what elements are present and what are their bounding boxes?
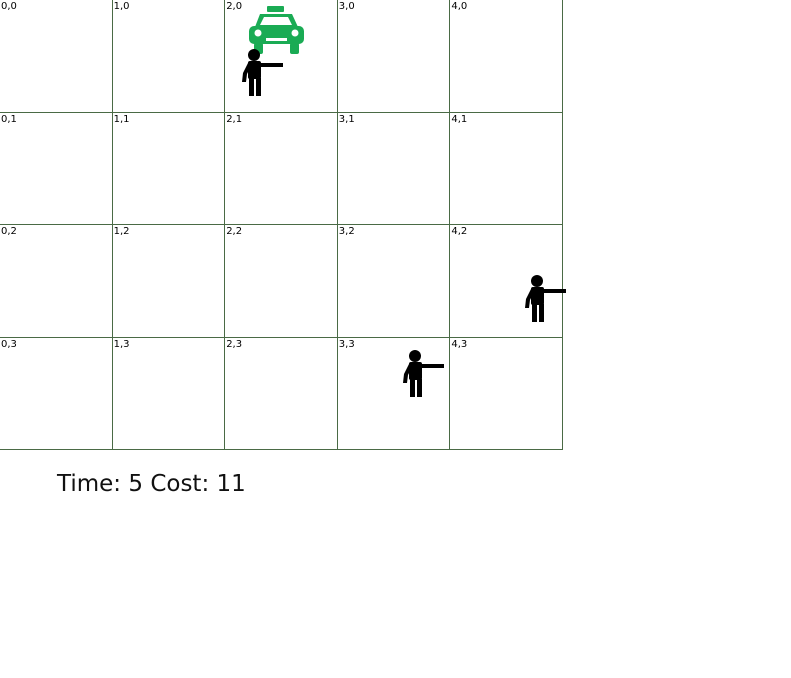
- cell-coordinate-label: 0,0: [1, 1, 17, 12]
- cell-coordinate-label: 1,3: [113, 338, 130, 350]
- grid-cell: 0,2: [0, 225, 113, 338]
- grid-cell: 1,0: [112, 0, 226, 113]
- time-label: Time:: [57, 471, 122, 497]
- cost-value: 11: [216, 471, 246, 497]
- grid-cell: 1,3: [112, 337, 226, 451]
- grid-cell: 4,0: [450, 0, 563, 113]
- cell-coordinate-label: 1,0: [113, 1, 130, 12]
- grid-cell: 3,3: [337, 337, 451, 451]
- grid-cell: 1,1: [112, 112, 226, 226]
- game-board: 0,0 1,0 2,0 3,0 4,0 0,1 1,1 2,1 3,1 4,1 0,2 1,2 2,2 3…: [0, 0, 567, 451]
- cell-coordinate-label: 4,3: [451, 338, 468, 350]
- cell-coordinate-label: 2,1: [226, 113, 243, 125]
- grid-cell: 4,2: [450, 225, 563, 338]
- cell-coordinate-label: 2,3: [226, 338, 243, 350]
- time-value: 5: [128, 471, 143, 497]
- grid-cell: 2,3: [225, 337, 338, 451]
- cell-coordinate-label: 3,0: [338, 1, 355, 12]
- grid-cell: 0,3: [0, 337, 113, 451]
- cell-coordinate-label: 0,1: [1, 113, 17, 125]
- grid-cell: 0,1: [0, 112, 113, 226]
- grid-cell: 3,0: [337, 0, 451, 113]
- grid-cell: 3,1: [337, 112, 451, 226]
- cost-label: Cost:: [150, 471, 210, 497]
- cell-coordinate-label: 4,1: [451, 113, 468, 125]
- grid-cell: 2,2: [225, 225, 338, 338]
- cell-coordinate-label: 0,3: [1, 338, 17, 350]
- grid-cell: 2,1: [225, 112, 338, 226]
- grid-cell: 3,2: [337, 225, 451, 338]
- cell-coordinate-label: 1,2: [113, 226, 130, 238]
- grid-cell: 4,3: [450, 337, 563, 451]
- cell-coordinate-label: 3,3: [338, 338, 355, 350]
- cell-coordinate-label: 3,1: [338, 113, 355, 125]
- grid-cell: 4,1: [450, 112, 563, 226]
- passenger-icon: [398, 349, 444, 404]
- cell-coordinate-label: 4,2: [451, 226, 468, 238]
- cell-coordinate-label: 3,2: [338, 226, 355, 238]
- status-line: Time: 5 Cost: 11: [57, 471, 246, 497]
- cell-coordinate-label: 4,0: [451, 1, 468, 12]
- cell-coordinate-label: 0,2: [1, 226, 17, 238]
- passenger-icon: [520, 275, 567, 329]
- grid-cell: 0,0: [0, 0, 113, 113]
- grid-cell: 2,0: [225, 0, 338, 113]
- taxi-icon: [246, 6, 308, 65]
- passenger-icon: [237, 49, 284, 103]
- cell-coordinate-label: 1,1: [113, 113, 130, 125]
- grid-cell: 1,2: [112, 225, 226, 338]
- cell-coordinate-label: 2,2: [226, 226, 243, 238]
- cell-coordinate-label: 2,0: [226, 1, 243, 12]
